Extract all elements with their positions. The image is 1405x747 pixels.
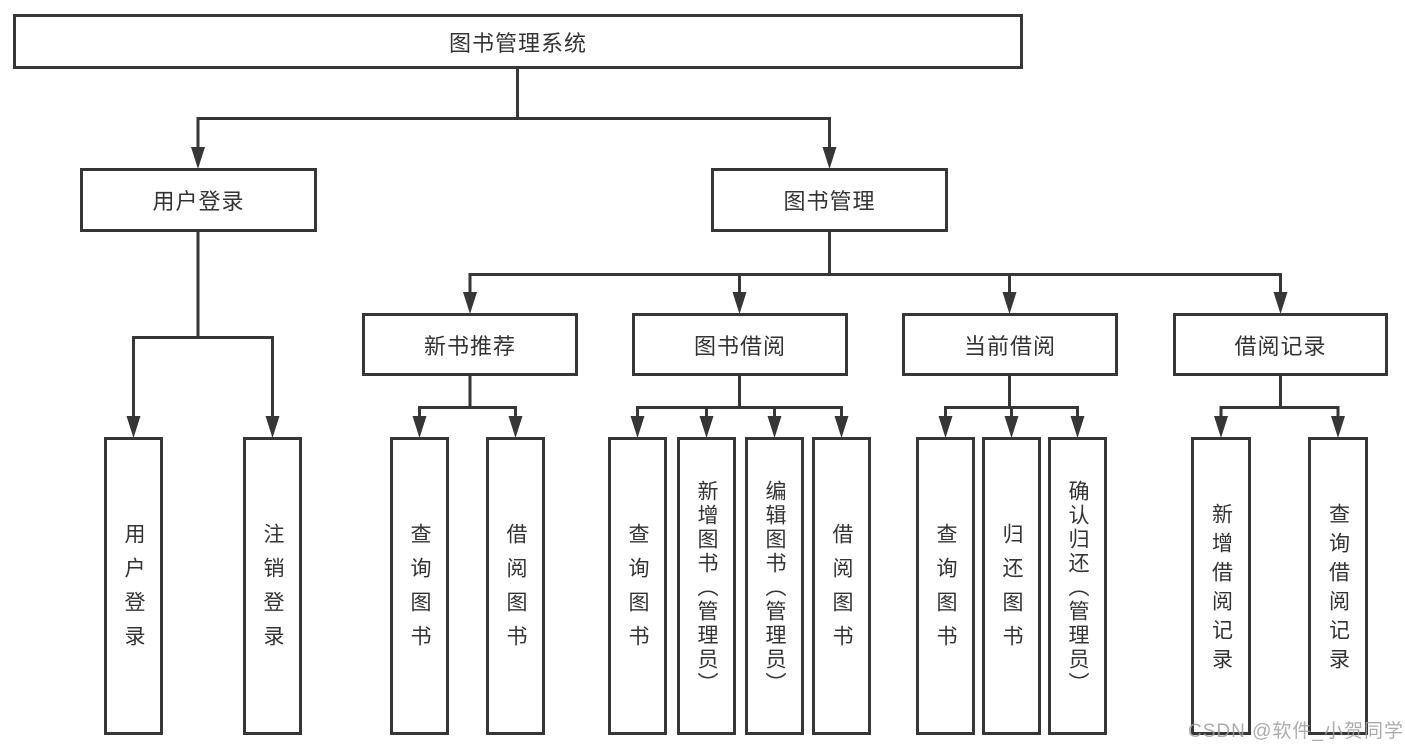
leaf-user-login: 用户登录 bbox=[104, 437, 163, 735]
leaf-query-books-current: 查询图书 bbox=[916, 437, 975, 735]
node-current-borrowing: 当前借阅 bbox=[902, 313, 1118, 376]
leaf-query-books-recommend: 查询图书 bbox=[390, 437, 449, 735]
node-book-borrowing: 图书借阅 bbox=[632, 313, 848, 376]
leaf-edit-book-admin: 编辑图书（管理员） bbox=[745, 437, 804, 735]
node-new-book-recommend: 新书推荐 bbox=[362, 313, 578, 376]
leaf-logout-login: 注销登录 bbox=[243, 437, 302, 735]
leaf-borrow-books-borrowing: 借阅图书 bbox=[812, 437, 871, 735]
node-borrowing-records: 借阅记录 bbox=[1173, 313, 1388, 376]
node-book-management: 图书管理 bbox=[711, 168, 948, 232]
leaf-add-borrow-record: 新增借阅记录 bbox=[1191, 437, 1251, 735]
leaf-return-book: 归还图书 bbox=[982, 437, 1041, 735]
csdn-watermark: CSDN @软件_小贺同学 bbox=[1188, 721, 1404, 742]
node-root-system: 图书管理系统 bbox=[13, 14, 1023, 69]
leaf-query-borrow-record: 查询借阅记录 bbox=[1308, 437, 1368, 735]
node-user-login: 用户登录 bbox=[80, 168, 317, 232]
leaf-query-books-borrowing: 查询图书 bbox=[608, 437, 667, 735]
leaf-borrow-books-recommend: 借阅图书 bbox=[486, 437, 545, 735]
leaf-add-book-admin: 新增图书（管理员） bbox=[677, 437, 736, 735]
leaf-confirm-return-admin: 确认归还（管理员） bbox=[1048, 437, 1107, 735]
